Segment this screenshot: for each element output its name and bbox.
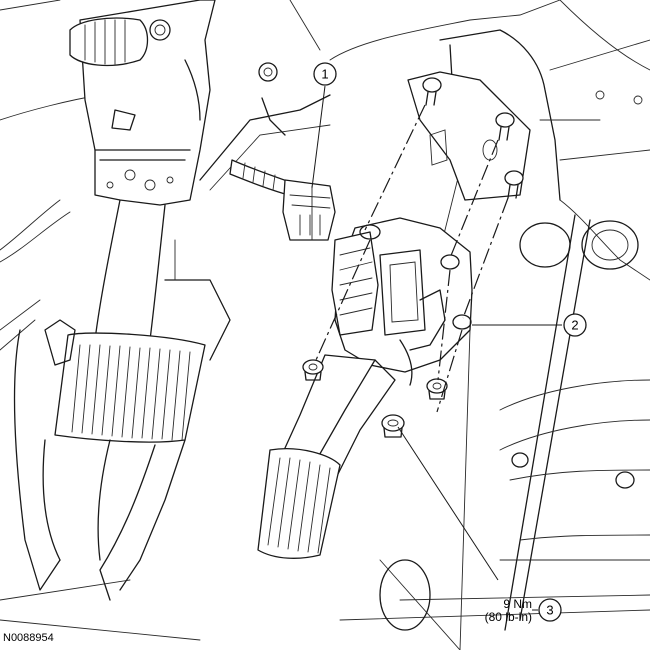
- torque-spec: 9 Nm (80 lb-in): [466, 598, 532, 624]
- callout-2-label: 2: [571, 318, 578, 333]
- mounting-studs: [407, 71, 531, 201]
- brake-pedal-assembly: [13, 0, 331, 601]
- callout-3: 3: [538, 598, 562, 622]
- leader-lines: [311, 85, 562, 611]
- callout-1-label: 1: [321, 67, 328, 82]
- callout-2: 2: [563, 313, 587, 337]
- accelerator-pedal-assembly: [257, 217, 473, 559]
- figure-code: N0088954: [3, 632, 54, 644]
- alignment-lines: [315, 104, 509, 413]
- torque-imperial: (80 lb-in): [484, 610, 532, 624]
- callout-3-label: 3: [546, 603, 553, 618]
- callout-1: 1: [313, 62, 337, 86]
- torque-metric: 9 Nm: [503, 597, 532, 611]
- wiring-harness: [229, 97, 336, 241]
